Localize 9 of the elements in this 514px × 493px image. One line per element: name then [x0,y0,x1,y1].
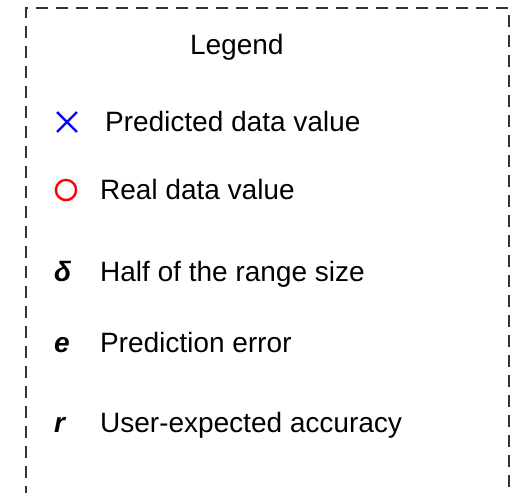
symbol-label: e [54,326,70,360]
legend-text: Prediction error [100,326,292,360]
symbol-label: δ [54,255,72,289]
legend-text: Real data value [100,173,295,207]
legend-text: User-expected accuracy [100,406,402,440]
legend-text: Half of the range size [100,255,365,289]
symbol-label: r [54,406,65,440]
legend-title: Legend [190,28,284,62]
legend-text: Predicted data value [105,105,360,139]
